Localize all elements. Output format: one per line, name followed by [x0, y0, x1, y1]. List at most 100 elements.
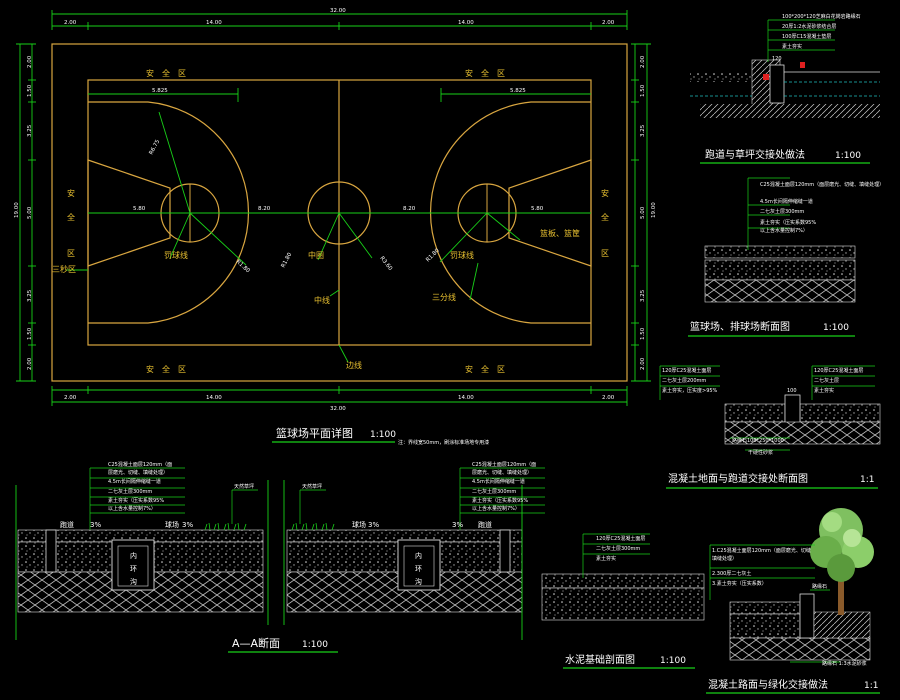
svg-text:5.825: 5.825 [510, 88, 526, 94]
track-grass-title: 跑道与草坪交接处做法 [705, 148, 805, 161]
section-aa-title: A—A断面 [232, 636, 280, 650]
svg-text:路缘石100*250*1000: 路缘石100*250*1000 [732, 437, 784, 444]
svg-text:C25混凝土面层120mm（面: C25混凝土面层120mm（面 [108, 461, 172, 468]
svg-text:2.300厚二七灰土: 2.300厚二七灰土 [712, 570, 751, 577]
svg-text:19.00: 19.00 [14, 202, 20, 218]
svg-text:1.50: 1.50 [640, 327, 646, 340]
center-line-label: 中线 [314, 295, 330, 305]
road-green-scale: 1:1 [864, 681, 878, 691]
svg-text:2.00: 2.00 [602, 395, 615, 401]
svg-text:1.C25混凝土面层120mm（面层磨光、切缝: 1.C25混凝土面层120mm（面层磨光、切缝 [712, 547, 811, 554]
svg-text:球场: 球场 [352, 520, 366, 529]
svg-text:路缘石 1:3水泥砂浆: 路缘石 1:3水泥砂浆 [822, 660, 867, 667]
svg-text:2.00: 2.00 [27, 55, 33, 68]
safety-zone-top-right: 安 全 区 [465, 68, 505, 78]
svg-text:以上含水量控制7%）: 以上含水量控制7%） [472, 505, 520, 512]
svg-text:1.50: 1.50 [27, 327, 33, 340]
svg-text:5.00: 5.00 [27, 206, 33, 219]
svg-text:填缝处理）: 填缝处理） [712, 555, 737, 562]
svg-text:3.素土夯实（压实系数）: 3.素土夯实（压实系数） [712, 580, 767, 587]
court-plan-scale: 1:100 [370, 430, 396, 440]
svg-text:素土夯实: 素土夯实 [596, 555, 616, 562]
svg-text:2.00: 2.00 [64, 395, 77, 401]
svg-text:2.00: 2.00 [640, 55, 646, 68]
safety-left-2: 全 [67, 212, 75, 222]
svg-text:以上含水量控制7%）: 以上含水量控制7%） [760, 227, 808, 234]
svg-text:120厚C25混凝土面层: 120厚C25混凝土面层 [814, 367, 863, 374]
svg-text:4.5m长间隔伸缩缝一道: 4.5m长间隔伸缩缝一道 [760, 198, 813, 205]
svg-text:3%: 3% [90, 521, 101, 529]
three-point-line-label: 三分线 [432, 292, 456, 302]
road-green-title: 混凝土路面与绿化交接做法 [708, 678, 828, 691]
svg-text:R1.80: R1.80 [280, 251, 293, 268]
svg-text:3%: 3% [182, 521, 193, 529]
svg-text:素土夯实（压实系数95%: 素土夯实（压实系数95% [472, 497, 528, 504]
svg-text:二七灰土层200mm: 二七灰土层200mm [662, 377, 706, 384]
svg-text:5.80: 5.80 [531, 206, 544, 212]
detail-court-section: C25混凝土面层120mm（面层磨光、切缝、填缝处理） 4.5m长间隔伸缩缝一道… [688, 177, 884, 337]
three-second-zone-label: 三秒区 [52, 264, 76, 274]
svg-text:120: 120 [772, 56, 782, 62]
side-line-label: 边线 [346, 360, 362, 370]
svg-text:干硬性砂浆: 干硬性砂浆 [748, 449, 773, 456]
svg-text:跑道: 跑道 [478, 520, 492, 529]
svg-text:5.00: 5.00 [640, 206, 646, 219]
svg-text:2.00: 2.00 [64, 20, 77, 26]
svg-text:1.50: 1.50 [640, 84, 646, 97]
right-three-point-arc [429, 101, 591, 324]
svg-text:素土夯实（压实系数95%: 素土夯实（压实系数95% [760, 219, 816, 226]
svg-text:天然草坪: 天然草坪 [234, 483, 254, 490]
svg-text:3.25: 3.25 [27, 124, 33, 137]
svg-text:二七灰土层: 二七灰土层 [814, 377, 839, 384]
svg-text:5.825: 5.825 [152, 88, 168, 94]
svg-text:100: 100 [787, 388, 797, 394]
svg-text:跑道: 跑道 [60, 520, 74, 529]
safety-right-1: 安 [601, 188, 609, 198]
svg-text:3%: 3% [452, 521, 463, 529]
svg-text:内: 内 [130, 551, 137, 560]
svg-text:以上含水量控制7%）: 以上含水量控制7%） [108, 505, 156, 512]
backboard-label: 篮板、篮筐 [540, 228, 580, 238]
court-plan: 安 全 区 安 全 区 安 全 区 安 全 区 安 全 区 安 全 区 三秒区 … [14, 8, 657, 446]
safety-right-2: 全 [601, 212, 609, 222]
svg-text:4.5m长间隔伸缩缝一道: 4.5m长间隔伸缩缝一道 [472, 478, 525, 485]
svg-text:8.20: 8.20 [403, 206, 416, 212]
svg-text:内: 内 [415, 551, 422, 560]
svg-text:32.00: 32.00 [330, 8, 346, 14]
court-section-title: 篮球场、排球场断面图 [690, 320, 790, 333]
svg-text:14.00: 14.00 [206, 395, 222, 401]
svg-text:14.00: 14.00 [206, 20, 222, 26]
svg-text:3.25: 3.25 [27, 289, 33, 302]
safety-zone-top-left: 安 全 区 [146, 68, 186, 78]
svg-text:120厚C25混凝土面层: 120厚C25混凝土面层 [662, 367, 711, 374]
svg-text:120厚C25混凝土面层: 120厚C25混凝土面层 [596, 535, 645, 542]
detail-track-grass: 100*200*120芝麻白花岗岩路缘石 20厚1:2水泥砂浆结合层 100厚C… [690, 13, 880, 164]
svg-text:C25混凝土面层120mm（面: C25混凝土面层120mm（面 [472, 461, 536, 468]
svg-text:14.00: 14.00 [458, 20, 474, 26]
svg-text:32.00: 32.00 [330, 406, 346, 412]
svg-text:3.25: 3.25 [640, 289, 646, 302]
svg-text:沟: 沟 [415, 577, 422, 586]
svg-text:3%: 3% [368, 521, 379, 529]
safety-left-1: 安 [67, 188, 75, 198]
svg-text:R1.80: R1.80 [235, 259, 251, 275]
safety-zone-bottom-left: 安 全 区 [146, 364, 186, 374]
tree-icon [810, 508, 874, 615]
svg-text:20厚1:2水泥砂浆结合层: 20厚1:2水泥砂浆结合层 [782, 23, 836, 30]
svg-text:C25混凝土面层120mm（面层磨光、切缝、填缝处理）: C25混凝土面层120mm（面层磨光、切缝、填缝处理） [760, 181, 884, 188]
detail-road-green: 1.C25混凝土面层120mm（面层磨光、切缝 填缝处理） 2.300厚二七灰土… [706, 508, 880, 694]
svg-text:二七灰土层300mm: 二七灰土层300mm [760, 208, 804, 215]
svg-text:素土夯实，压实度>95%: 素土夯实，压实度>95% [662, 387, 718, 394]
svg-text:层磨光、切缝、填缝处理）: 层磨光、切缝、填缝处理） [472, 469, 532, 476]
free-throw-label-right: 罚球线 [450, 250, 474, 260]
concrete-track-title: 混凝土地面与跑道交接处断面图 [668, 472, 808, 485]
court-outer-boundary [51, 43, 628, 382]
svg-text:环: 环 [415, 565, 422, 573]
svg-text:5.80: 5.80 [133, 206, 146, 212]
svg-text:2.00: 2.00 [640, 357, 646, 370]
left-key [87, 159, 171, 267]
svg-text:天然草坪: 天然草坪 [302, 483, 322, 490]
court-plan-note: 注：界线宽50mm，刷涂标准场地专用漆 [398, 439, 489, 446]
court-plan-title: 篮球场平面详图 [276, 426, 353, 440]
